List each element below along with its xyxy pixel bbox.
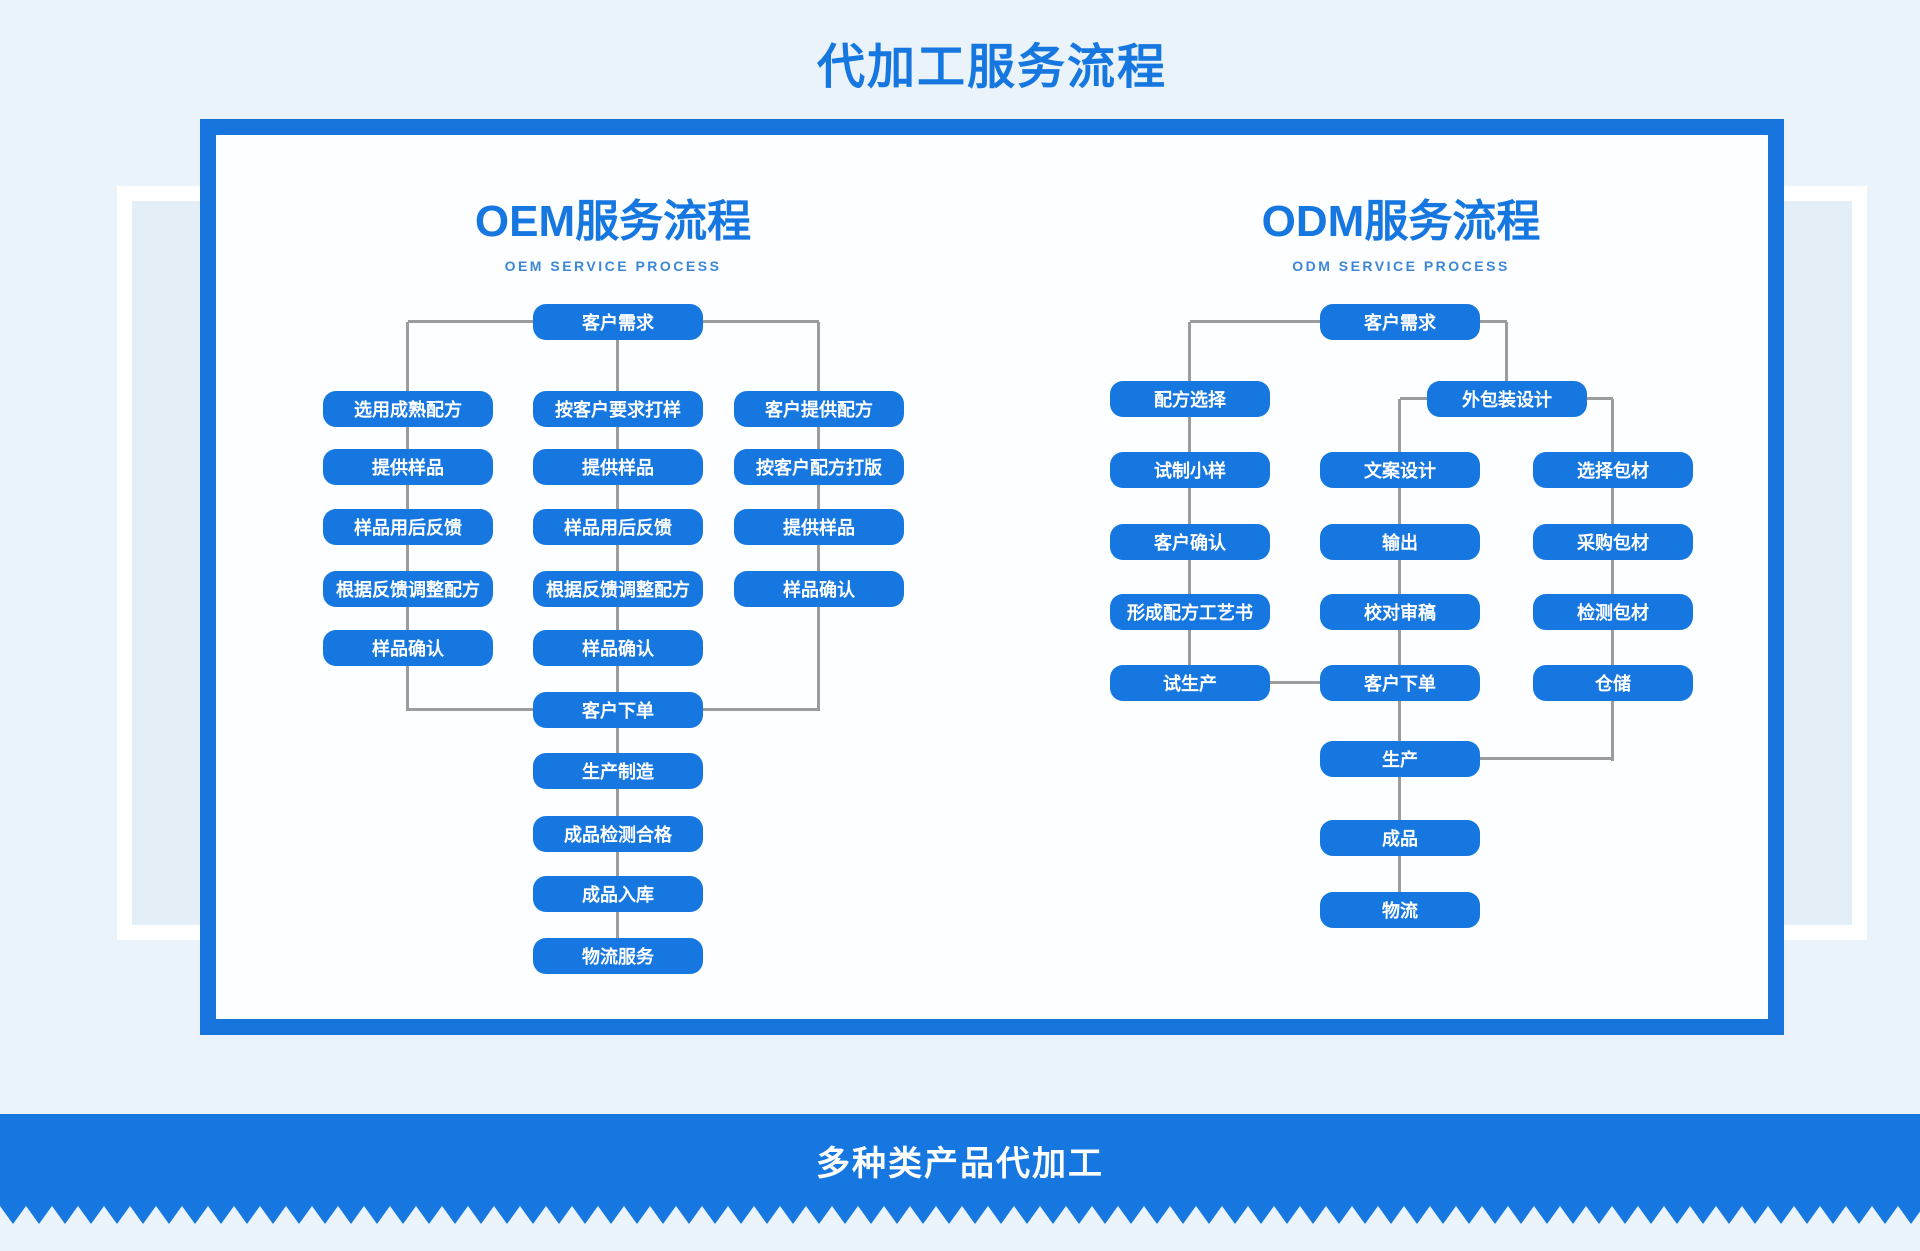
- odm-node-colA-0: 配方选择: [1110, 381, 1270, 417]
- odm-node-colC-2: 检测包材: [1533, 594, 1693, 630]
- oem-node-tail-1: 生产制造: [533, 753, 703, 789]
- odm-node-start: 客户需求: [1320, 304, 1480, 340]
- oem-node-col3-3: 样品确认: [734, 571, 904, 607]
- odm-node-colA-2: 客户确认: [1110, 524, 1270, 560]
- oem-node-tail-3: 成品入库: [533, 876, 703, 912]
- odm-section-title: ODM服务流程: [1261, 197, 1541, 246]
- odm-node-colB-2: 校对审稿: [1320, 594, 1480, 630]
- oem-node-col1-3: 根据反馈调整配方: [323, 571, 493, 607]
- odm-node-colA-4: 试生产: [1110, 665, 1270, 701]
- odm-node-colB-0: 文案设计: [1320, 452, 1480, 488]
- connector-line: [1611, 399, 1614, 761]
- odm-node-colC-0: 选择包材: [1533, 452, 1693, 488]
- oem-node-col2-3: 根据反馈调整配方: [533, 571, 703, 607]
- oem-node-tail-2: 成品检测合格: [533, 816, 703, 852]
- oem-node-col3-1: 按客户配方打版: [734, 449, 904, 485]
- oem-section-title: OEM服务流程: [474, 197, 752, 246]
- oem-node-col1-0: 选用成熟配方: [323, 391, 493, 427]
- oem-node-col1-2: 样品用后反馈: [323, 509, 493, 545]
- page-title: 代加工服务流程: [816, 41, 1167, 94]
- odm-node-colB-6: 物流: [1320, 892, 1480, 928]
- oem-node-col2-2: 样品用后反馈: [533, 509, 703, 545]
- oem-node-col3-0: 客户提供配方: [734, 391, 904, 427]
- odm-node-colC-3: 仓储: [1533, 665, 1693, 701]
- connector-line: [1505, 322, 1508, 401]
- odm-section-subtitle: ODM SERVICE PROCESS: [1292, 258, 1510, 274]
- odm-node-colB-5: 成品: [1320, 820, 1480, 856]
- oem-node-col2-1: 提供样品: [533, 449, 703, 485]
- odm-node-colA-1: 试制小样: [1110, 452, 1270, 488]
- connector-line: [1188, 322, 1191, 685]
- odm-node-packaging: 外包装设计: [1427, 381, 1587, 417]
- odm-node-colB-3: 客户下单: [1320, 665, 1480, 701]
- odm-node-colA-3: 形成配方工艺书: [1110, 594, 1270, 630]
- oem-node-col1-4: 样品确认: [323, 630, 493, 666]
- odm-node-colB-1: 输出: [1320, 524, 1480, 560]
- oem-node-start: 客户需求: [533, 304, 703, 340]
- odm-node-colC-1: 采购包材: [1533, 524, 1693, 560]
- oem-node-tail-0: 客户下单: [533, 692, 703, 728]
- oem-node-col1-1: 提供样品: [323, 449, 493, 485]
- connector-line: [1400, 757, 1613, 760]
- connector-line: [1398, 399, 1401, 910]
- oem-node-col2-4: 样品确认: [533, 630, 703, 666]
- zigzag-edge: [0, 1206, 1920, 1224]
- footer-banner: 多种类产品代加工: [0, 1114, 1920, 1206]
- oem-section-subtitle: OEM SERVICE PROCESS: [504, 258, 722, 274]
- oem-node-col2-0: 按客户要求打样: [533, 391, 703, 427]
- connector-line: [1190, 681, 1400, 684]
- oem-node-col3-2: 提供样品: [734, 509, 904, 545]
- odm-node-colB-4: 生产: [1320, 741, 1480, 777]
- oem-node-tail-4: 物流服务: [533, 938, 703, 974]
